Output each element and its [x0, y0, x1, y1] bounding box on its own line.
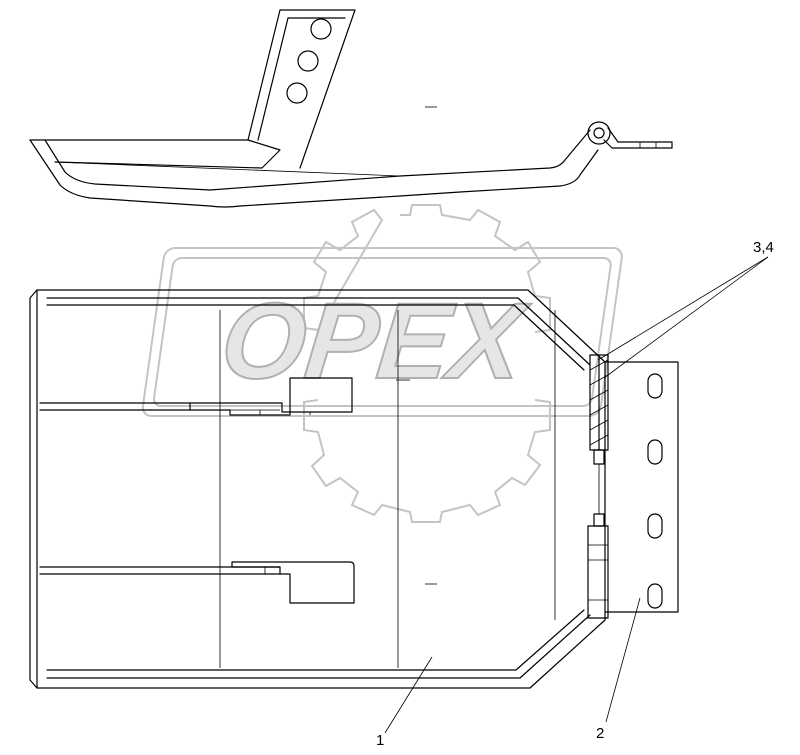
side-view-frame-edge	[54, 161, 401, 177]
callout-leader-1	[384, 656, 433, 734]
callout-leader-3-4b	[603, 256, 769, 379]
plan-rail-upper	[39, 402, 191, 411]
lower-clamp	[231, 561, 355, 604]
bracket-hole-3	[286, 82, 308, 104]
hinge-pin-lower	[587, 525, 609, 619]
hinge-hook	[603, 127, 673, 149]
hinge-slot-4	[647, 583, 663, 609]
side-view-frame-top	[44, 139, 281, 169]
callout-label-2: 2	[596, 725, 604, 742]
hinge-pin-lower-detail	[588, 544, 608, 601]
plan-frame-rail-top	[46, 297, 591, 366]
hinge-slot-1	[647, 373, 663, 399]
callout-leader-2	[605, 597, 641, 723]
plan-frame-outer	[29, 289, 606, 689]
plan-frame-rail-bottom-2	[46, 609, 585, 671]
callout-label-3-4: 3,4	[753, 239, 774, 256]
hinge-plate	[604, 361, 679, 613]
upper-clamp	[189, 377, 353, 416]
watermark-inner-frame	[152, 257, 612, 407]
watermark-text: OPEX	[216, 280, 535, 401]
bracket-hole-1	[310, 18, 332, 40]
callouts: 1 2 3,4	[376, 239, 774, 749]
plan-rail-lower	[39, 566, 281, 575]
side-view-frame-outer	[29, 139, 599, 208]
bracket-hole-2	[297, 50, 319, 72]
upper-clamp-detail	[230, 409, 311, 415]
side-view-bracket	[247, 9, 356, 169]
side-view-bracket-inner	[257, 17, 346, 141]
plan-frame-rail-top-2	[46, 304, 585, 371]
callout-leader-3-4	[597, 256, 769, 361]
plan-frame-rail-bottom	[46, 614, 591, 679]
watermark-outer-frame	[141, 247, 623, 417]
hinge-eye-outer	[587, 121, 611, 145]
side-view-frame-inner	[29, 129, 591, 191]
callout-label-1: 1	[376, 732, 384, 749]
plan-view	[29, 289, 679, 689]
side-view	[29, 9, 673, 208]
hinge-pin-lower-cap	[593, 513, 605, 527]
hinge-pin-upper-cap	[593, 449, 605, 465]
hinge-slot-2	[647, 439, 663, 465]
hinge-slot-3	[647, 513, 663, 539]
hinge-eye-inner	[593, 127, 605, 139]
opex-watermark: OPEX	[141, 204, 623, 523]
